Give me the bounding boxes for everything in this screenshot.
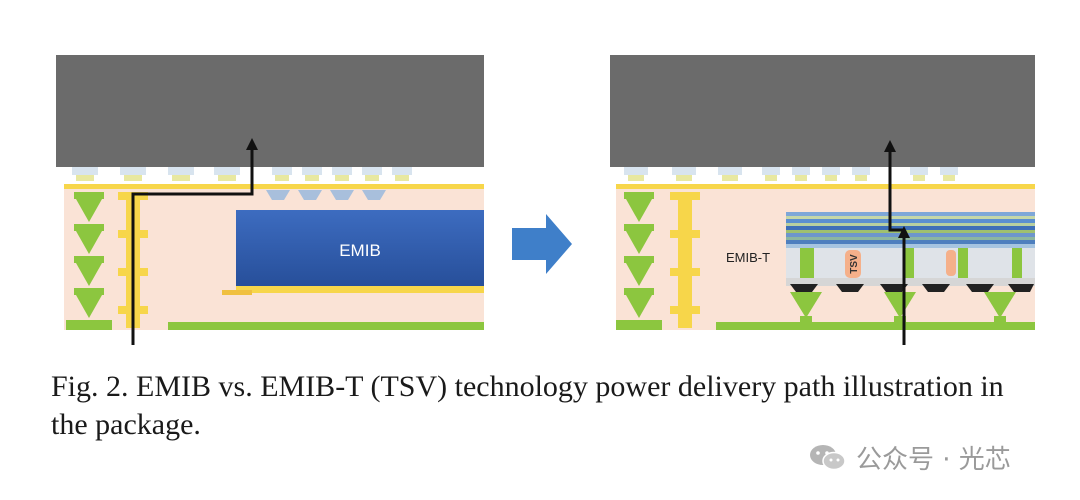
power-delivery-path — [884, 140, 910, 345]
green-via-stack — [616, 192, 662, 330]
emib-t-panel: EMIB-T TSV — [610, 55, 1035, 345]
transition-arrow-icon — [512, 214, 572, 274]
bridge-green-vias — [790, 292, 1016, 324]
emib-panel: EMIB — [56, 55, 484, 345]
power-delivery-path — [131, 138, 258, 345]
wechat-icon — [810, 445, 846, 471]
emib-bridge — [236, 210, 484, 286]
emib-diagram: EMIB — [56, 55, 1035, 345]
silicon-die — [610, 55, 1035, 167]
figure-caption: Fig. 2. EMIB vs. EMIB-T (TSV) technology… — [51, 368, 1051, 444]
emib-t-label: EMIB-T — [726, 250, 770, 265]
tsv-label: TSV — [849, 254, 860, 274]
silicon-die — [56, 55, 484, 167]
substrate-wiring — [616, 184, 1035, 330]
emib-label: EMIB — [339, 241, 381, 260]
caption-line-1: Fig. 2. EMIB vs. EMIB-T (TSV) technology… — [51, 370, 1004, 403]
bridge-bottom-bumps — [790, 284, 1034, 292]
watermark-text: 公众号 · 光芯 — [856, 444, 1011, 475]
yellow-via-stack — [670, 192, 700, 328]
caption-line-2: the package. — [51, 408, 201, 441]
green-via-stack — [66, 192, 112, 330]
microbump-pads — [624, 167, 958, 181]
emib-t-bridge — [786, 212, 1035, 286]
bridge-bumps — [266, 190, 386, 200]
watermark: 公众号 · 光芯 — [808, 440, 1011, 475]
substrate-wiring — [64, 184, 484, 330]
microbump-pads — [72, 167, 412, 181]
